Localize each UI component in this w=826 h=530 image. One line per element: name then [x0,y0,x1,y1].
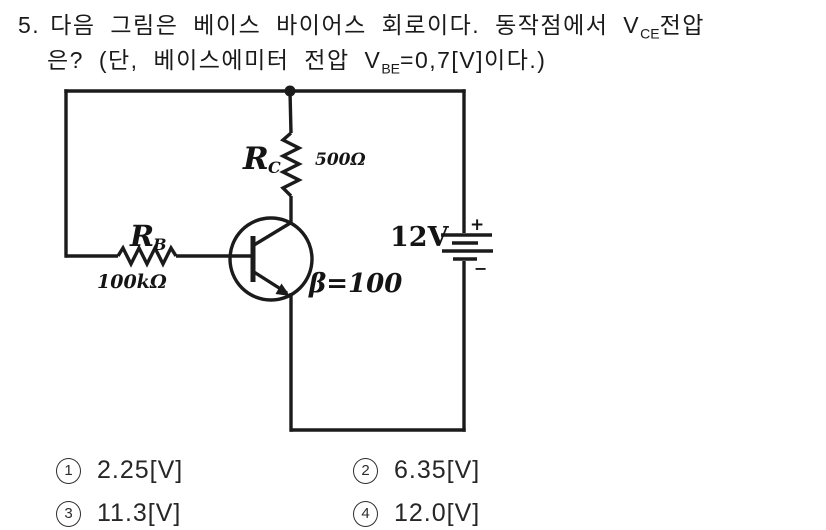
vce-symbol: VCE [623,12,660,42]
question-line-2: 은? (단, 베이스에미터 전압 VBE=0,7[V]이다.) [47,41,546,77]
rb-label: R [129,219,154,253]
answer-option-2[interactable]: 2 6.35[V] [353,456,480,485]
battery-minus-sign: − [474,259,487,278]
question-line-1: 5. 다음 그림은 베이스 바이어스 회로이다. 동작점에서 VCE전압 [18,6,705,42]
rb-value: 100kΩ [97,271,167,293]
option-1-circled-number: 1 [56,457,81,484]
option-4-label: 12.0[V] [394,499,481,527]
question-text-1-tail: 전압 [659,12,705,38]
question-text-2-post: =0,7[V]이다.) [400,47,547,73]
answer-option-1[interactable]: 1 2.25[V] [56,456,183,485]
battery-plus-sign: + [470,215,484,235]
option-2-circled-number: 2 [353,457,378,484]
option-2-label: 6.35[V] [394,456,481,484]
question-text-1: 다음 그림은 베이스 바이어스 회로이다. 동작점에서 [50,12,609,38]
vbe-subscript: BE [381,60,401,77]
emitter-arrow [275,283,290,296]
battery-voltage-label: 12V [390,222,450,253]
rc-top-wire [288,90,293,134]
option-3-circled-number: 3 [56,500,81,527]
rc-value: 500Ω [315,150,366,170]
transistor-collector-lead [253,220,293,247]
base-bias-circuit-diagram: R C 500Ω R B 100kΩ β=100 12V + − [64,85,493,432]
answer-option-3[interactable]: 3 11.3[V] [56,499,181,528]
option-4-circled-number: 4 [353,500,378,527]
beta-label: β=100 [308,269,402,299]
question-number: 5. [18,12,41,38]
rb-label-subscript: B [152,235,167,254]
rb-resistor-zigzag [116,244,178,268]
option-3-label: 11.3[V] [97,499,182,527]
vce-subscript: CE [640,25,660,42]
rc-label-subscript: C [268,158,281,177]
transistor-circle [228,216,314,302]
answer-option-4[interactable]: 4 12.0[V] [353,499,480,528]
rc-label: R [242,141,269,177]
option-1-label: 2.25[V] [97,456,184,484]
question-text-2: 은? (단, 베이스에미터 전압 V [47,47,382,73]
rc-resistor-zigzag [279,131,303,198]
